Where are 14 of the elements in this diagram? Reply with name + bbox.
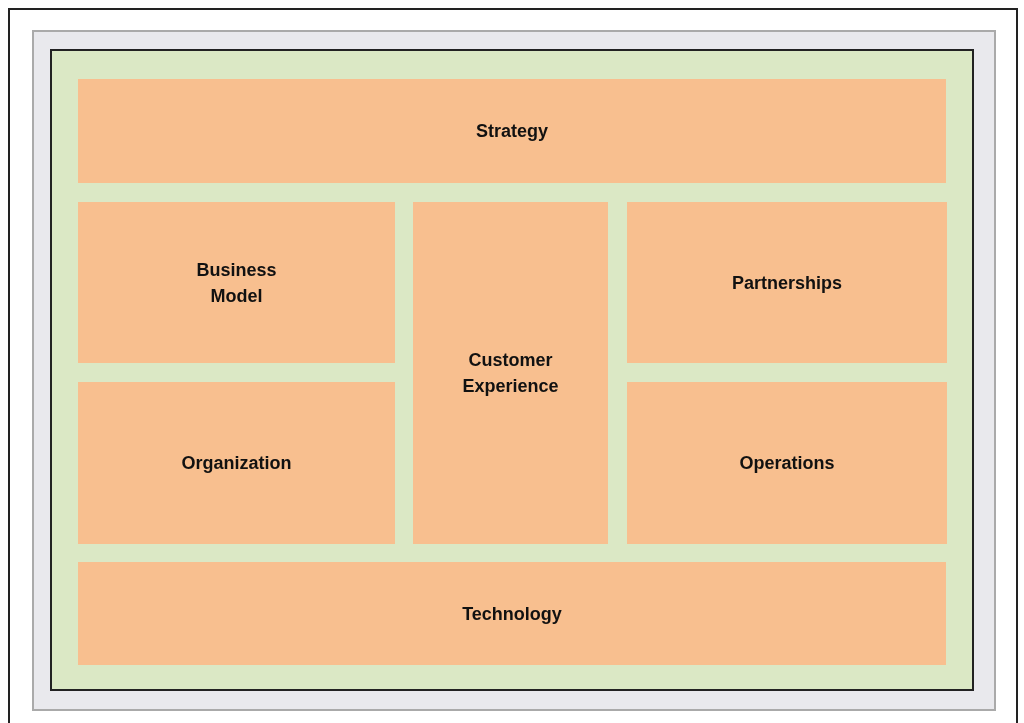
category-label: Partnerships: [731, 271, 842, 295]
category-box: [413, 202, 608, 544]
category-label: Strategy: [476, 120, 548, 143]
category-label: Business Model: [195, 258, 278, 308]
category-box: [78, 79, 946, 183]
category-label: Technology: [462, 602, 562, 626]
category-box: [627, 202, 947, 363]
category-label: Customer Experience: [461, 349, 560, 398]
category-box: [627, 382, 947, 544]
category-label: Organization: [181, 452, 292, 475]
category-label: Operations: [739, 452, 835, 475]
category-box: [78, 382, 395, 544]
category-box: [78, 562, 946, 665]
category-box: [78, 202, 395, 363]
